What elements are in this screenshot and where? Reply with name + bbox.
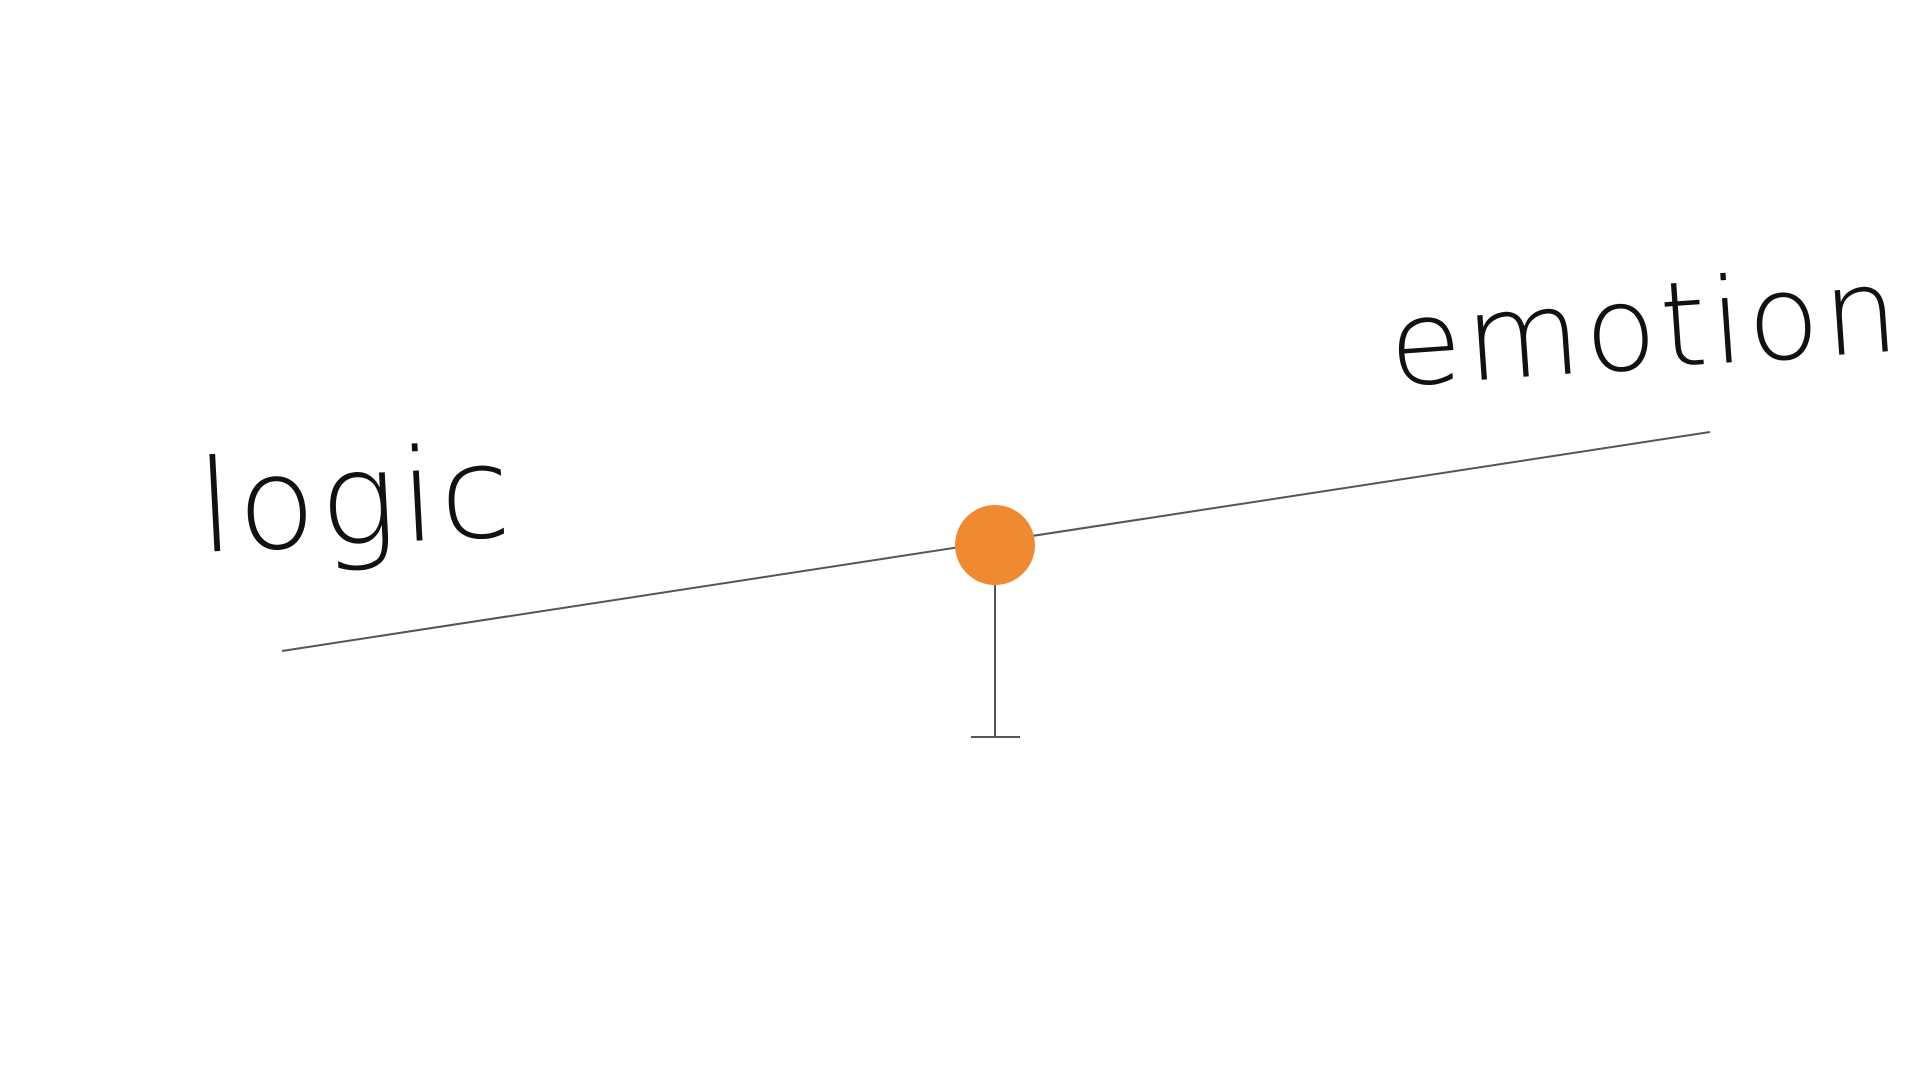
pivot-circle <box>955 505 1035 585</box>
label-logic: logic <box>194 418 518 583</box>
label-emotion: emotion <box>1384 240 1906 414</box>
